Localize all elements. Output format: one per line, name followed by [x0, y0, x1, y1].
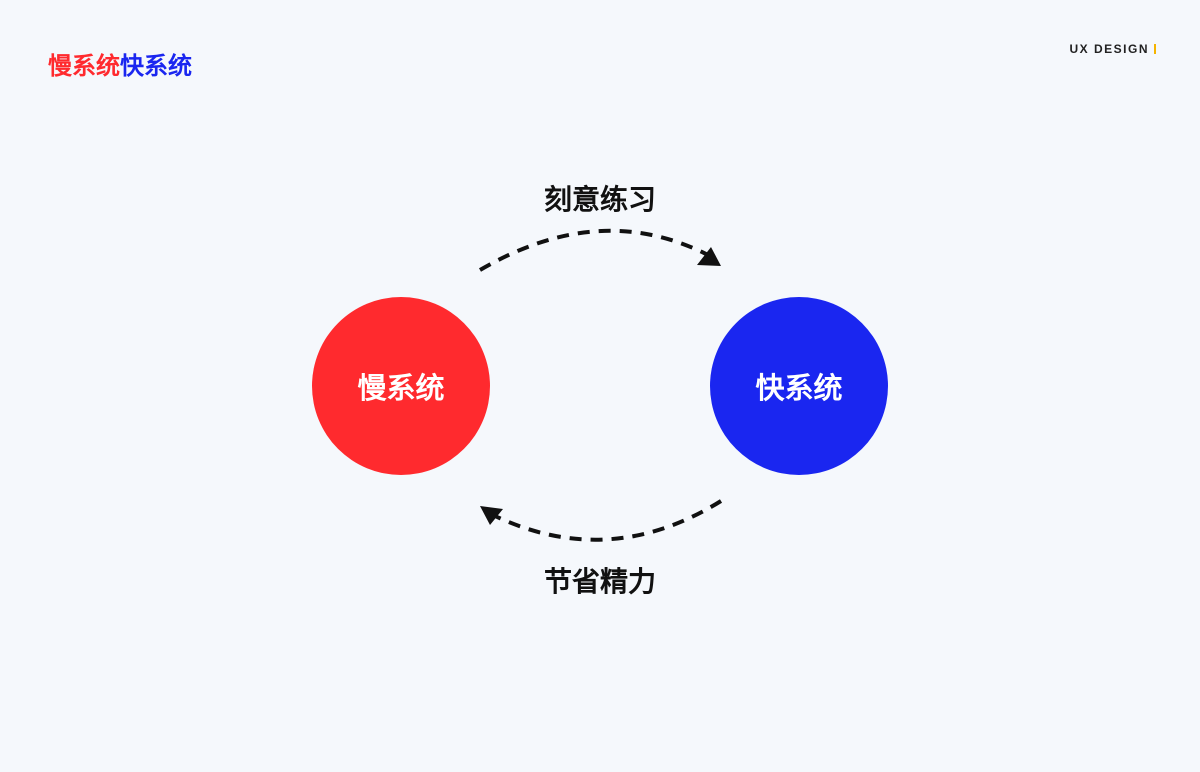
bottom-arrow-curve — [494, 499, 723, 542]
top-arrowhead — [697, 247, 721, 266]
title-slow: 慢系统 — [48, 52, 120, 80]
title-fast: 快系统 — [120, 52, 192, 80]
brand-text: UX DESIGN — [1069, 42, 1149, 56]
fast-system-node: 快系统 — [710, 297, 888, 475]
slow-system-node: 慢系统 — [312, 297, 490, 475]
brand-accent-bar — [1154, 44, 1156, 54]
page-title: 慢系统快系统 — [48, 46, 192, 81]
slow-node-label: 慢系统 — [357, 371, 445, 405]
bottom-arrow-label: 节省精力 — [543, 565, 656, 598]
fast-node-label: 快系统 — [755, 371, 843, 405]
bottom-arrowhead — [480, 506, 503, 525]
brand-label: UX DESIGN — [1069, 42, 1156, 56]
top-arrow-label: 刻意练习 — [543, 183, 656, 216]
top-arrow-curve — [478, 228, 709, 272]
